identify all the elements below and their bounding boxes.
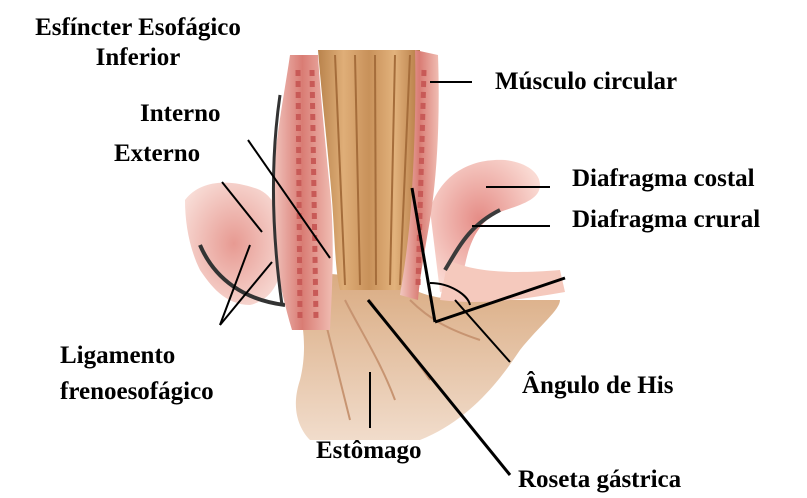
- label-diafragma-crural: Diafragma crural: [572, 206, 760, 234]
- label-musculo-circular: Músculo circular: [495, 68, 677, 96]
- esophageal-lumen: [318, 50, 420, 290]
- label-externo: Externo: [114, 140, 200, 168]
- label-estomago: Estômago: [316, 437, 422, 465]
- label-esfincter-line2: Inferior: [6, 44, 270, 72]
- label-diafragma-costal: Diafragma costal: [572, 165, 755, 193]
- label-esfincter-line1: Esfíncter Esofágico: [6, 14, 270, 42]
- label-angulo-his: Ângulo de His: [522, 372, 673, 400]
- label-ligamento-line2: frenoesofágico: [60, 378, 214, 406]
- right-diaphragm: [430, 160, 565, 302]
- label-interno: Interno: [140, 100, 221, 128]
- label-roseta-gastrica: Roseta gástrica: [518, 466, 681, 494]
- label-ligamento-line1: Ligamento: [60, 342, 175, 370]
